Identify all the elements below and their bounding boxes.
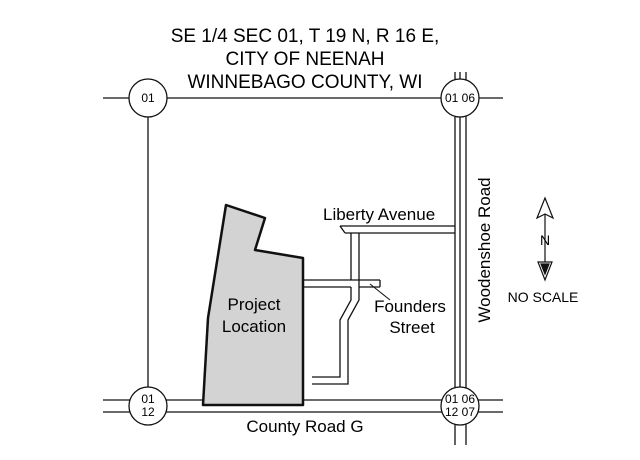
corner-nw: 01 <box>128 78 168 118</box>
north-arrow-letter: N <box>540 232 550 248</box>
founders-street-label-2: Street <box>389 318 435 337</box>
liberty-avenue <box>339 225 455 234</box>
project-location-parcel <box>201 203 305 407</box>
map-title-line-3: WINNEBAGO COUNTY, WI <box>187 72 422 93</box>
county-road-label: County Road G <box>246 417 363 436</box>
founders-leader <box>369 283 391 301</box>
project-label-line-1: Project <box>228 295 281 314</box>
map-title-line-1: SE 1/4 SEC 01, T 19 N, R 16 E, <box>171 26 440 47</box>
map-title-line-2: CITY OF NEENAH <box>225 49 384 70</box>
section-lines <box>103 72 503 400</box>
north-arrow-icon <box>535 196 555 282</box>
corner-ne: 01 06 <box>440 78 480 118</box>
svg-text:12 07: 12 07 <box>445 405 475 419</box>
corner-sw: 01 12 <box>128 386 168 426</box>
no-scale-label: NO SCALE <box>508 289 579 305</box>
corner-se: 01 06 12 07 <box>440 386 480 426</box>
project-label-line-2: Location <box>222 317 286 336</box>
woodenshoe-road <box>454 72 467 445</box>
svg-text:01 06: 01 06 <box>445 91 475 105</box>
founders-street-label-1: Founders <box>374 297 446 316</box>
woodenshoe-road-label: Woodenshoe Road <box>475 177 494 322</box>
liberty-avenue-label: Liberty Avenue <box>323 205 435 224</box>
svg-text:01 06: 01 06 <box>445 392 475 406</box>
svg-text:12: 12 <box>141 405 155 419</box>
founders-street <box>303 233 381 385</box>
svg-text:01: 01 <box>141 392 155 406</box>
svg-text:01: 01 <box>141 91 155 105</box>
